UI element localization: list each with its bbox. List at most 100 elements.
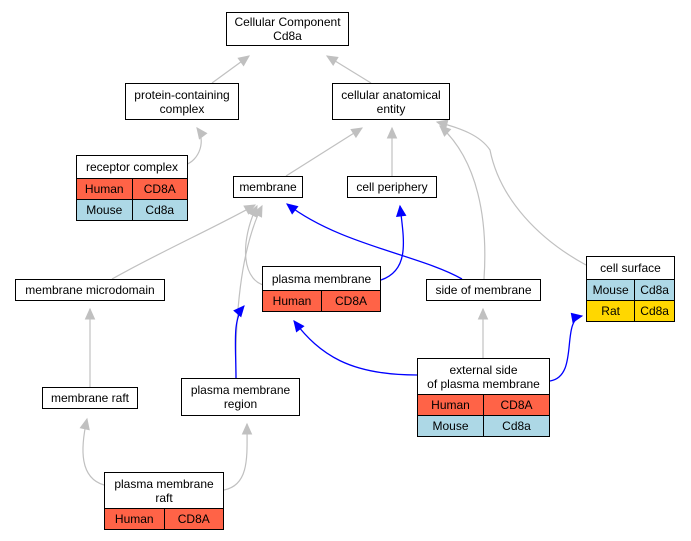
edge-arrowhead xyxy=(293,320,305,333)
node-title-line: entity xyxy=(376,101,406,116)
node-title-line: membrane microdomain xyxy=(25,283,155,297)
edge-side-of-membrane-to-membrane xyxy=(286,203,463,280)
gene-cell: CD8A xyxy=(321,291,380,311)
node-title: receptor complex xyxy=(77,156,187,178)
edge-membrane-to-cellular-anatomical-entity xyxy=(285,127,364,177)
node-side-of-membrane[interactable]: side of membrane xyxy=(426,279,541,301)
node-title: membrane microdomain xyxy=(16,280,164,300)
node-title-line: Cd8a xyxy=(273,29,302,43)
edge-cell-surface-to-cellular-anatomical-entity xyxy=(435,119,587,266)
node-title-line: Cellular Component xyxy=(234,15,341,29)
node-title: membrane xyxy=(234,177,302,197)
edge-arrowhead xyxy=(477,307,489,320)
node-title-line: plasma membrane xyxy=(271,271,372,286)
edge-arrowhead xyxy=(252,204,263,218)
species-cell: Human xyxy=(263,291,321,311)
gene-cell: CD8A xyxy=(483,395,549,415)
edge-cell-periphery-to-cellular-anatomical-entity xyxy=(386,126,398,176)
node-title-line: membrane raft xyxy=(50,391,130,405)
node-title-line: plasma membrane xyxy=(114,476,214,491)
edge-arrowhead xyxy=(243,204,257,215)
edge-protein-containing-complex-to-cellular-component xyxy=(211,55,250,84)
edge-arrowhead xyxy=(79,417,90,431)
node-title-line: protein-containing xyxy=(134,87,230,102)
node-title-line: region xyxy=(223,397,258,411)
node-title-line: cell periphery xyxy=(356,180,428,194)
node-membrane-raft[interactable]: membrane raft xyxy=(42,387,138,409)
edge-plasma-membrane-raft-to-plasma-membrane-region xyxy=(223,422,253,491)
edge-external-side-of-plasma-membrane-to-plasma-membrane xyxy=(293,320,418,376)
node-title-line: external side xyxy=(449,362,518,377)
node-title-line: receptor complex xyxy=(85,160,179,174)
edge-receptor-complex-to-protein-containing-complex xyxy=(184,127,208,166)
edge-external-side-of-plasma-membrane-to-cell-surface xyxy=(549,312,584,382)
node-title-line: side of membrane xyxy=(435,283,532,297)
gene-cell: Cd8a xyxy=(483,416,549,436)
edge-arrowhead xyxy=(286,203,299,215)
node-title-line: complex xyxy=(159,101,205,116)
edge-external-side-of-plasma-membrane-to-side-of-membrane xyxy=(477,307,489,358)
edge-arrowhead xyxy=(395,204,407,218)
edge-arrowhead xyxy=(84,307,96,320)
edge-plasma-membrane-region-to-plasma-membrane xyxy=(233,305,245,379)
node-title: membrane raft xyxy=(43,388,137,408)
node-title: cell surface xyxy=(587,257,674,279)
edge-arrowhead xyxy=(325,55,339,66)
edge-plasma-membrane-region-to-membrane xyxy=(235,204,263,379)
species-cell: Mouse xyxy=(77,200,132,220)
node-title-line: raft xyxy=(155,490,173,505)
edge-cellular-anatomical-entity-to-cellular-component xyxy=(325,55,372,84)
node-cell-periphery[interactable]: cell periphery xyxy=(347,176,437,198)
edge-arrowhead xyxy=(435,119,449,130)
species-cell: Human xyxy=(77,179,132,199)
species-cell: Mouse xyxy=(587,280,635,300)
species-cell: Rat xyxy=(587,301,635,321)
edge-plasma-membrane-to-cell-periphery xyxy=(380,204,407,281)
edge-side-of-membrane-to-cellular-anatomical-entity xyxy=(439,125,486,280)
node-title-line: cell surface xyxy=(600,261,661,275)
edge-arrowhead xyxy=(237,55,250,67)
edge-membrane-raft-to-membrane-microdomain xyxy=(84,307,96,387)
node-title-line: cellular anatomical xyxy=(341,87,441,102)
gene-cell: Cd8a xyxy=(634,280,674,300)
gene-cell: Cd8a xyxy=(131,200,187,220)
species-cell: Human xyxy=(105,509,164,529)
gene-cell: CD8A xyxy=(163,509,223,529)
edge-arrowhead xyxy=(196,127,208,140)
edge-plasma-membrane-raft-to-membrane-raft xyxy=(79,417,105,486)
edge-arrowhead xyxy=(233,305,245,318)
edge-arrowhead xyxy=(570,312,584,324)
species-cell: Mouse xyxy=(418,416,483,436)
node-title: side of membrane xyxy=(427,280,540,300)
gene-cell: CD8A xyxy=(131,179,187,199)
node-title: plasma membrane xyxy=(263,267,380,290)
node-title-line: membrane xyxy=(239,180,297,194)
node-membrane-microdomain[interactable]: membrane microdomain xyxy=(15,279,165,301)
gene-cell: Cd8a xyxy=(634,301,674,321)
edge-membrane-microdomain-to-membrane xyxy=(111,204,257,280)
node-title-line: of plasma membrane xyxy=(427,376,540,391)
node-membrane[interactable]: membrane xyxy=(233,176,303,198)
